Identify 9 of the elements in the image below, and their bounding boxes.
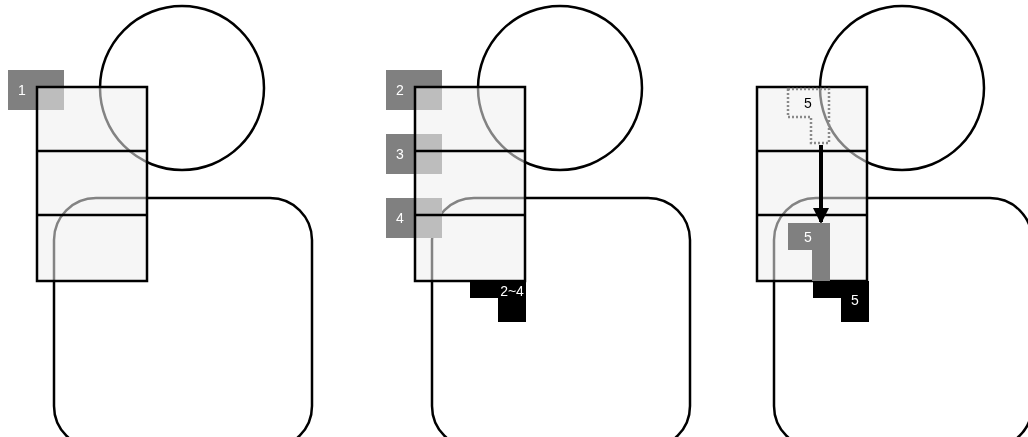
number-label: 3: [395, 145, 405, 164]
number-label: 5: [850, 291, 860, 310]
number-label: 5: [803, 94, 813, 113]
number-label: 1: [17, 81, 27, 100]
arrow: [813, 145, 829, 224]
number-label: 4: [395, 209, 405, 228]
number-label: 2~4: [499, 282, 525, 301]
number-label: 5: [803, 228, 813, 247]
number-label: 2: [395, 81, 405, 100]
